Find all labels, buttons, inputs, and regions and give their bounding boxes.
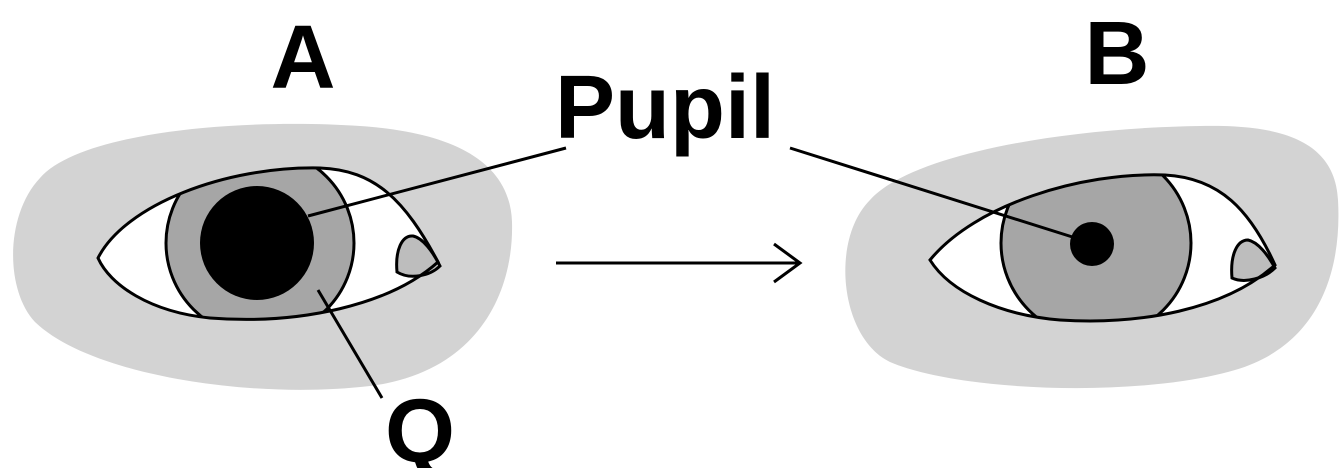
eye-a [13, 123, 513, 390]
q-leader-line [316, 289, 384, 399]
label-q: Q [385, 382, 455, 468]
eye-b [845, 125, 1339, 389]
eye-b-pupil [1070, 222, 1114, 266]
eye-a-outline [96, 166, 440, 321]
pupil-leader-line-b [789, 146, 1083, 242]
eye-a-pupil [200, 186, 314, 300]
label-pupil: Pupil [555, 58, 775, 158]
label-b: B [1085, 4, 1150, 104]
pupil-leader-line-a [307, 146, 567, 218]
label-a: A [271, 8, 336, 108]
arrow-head [773, 242, 803, 284]
eye-b-outline [928, 173, 1277, 323]
transition-arrow [556, 242, 803, 284]
